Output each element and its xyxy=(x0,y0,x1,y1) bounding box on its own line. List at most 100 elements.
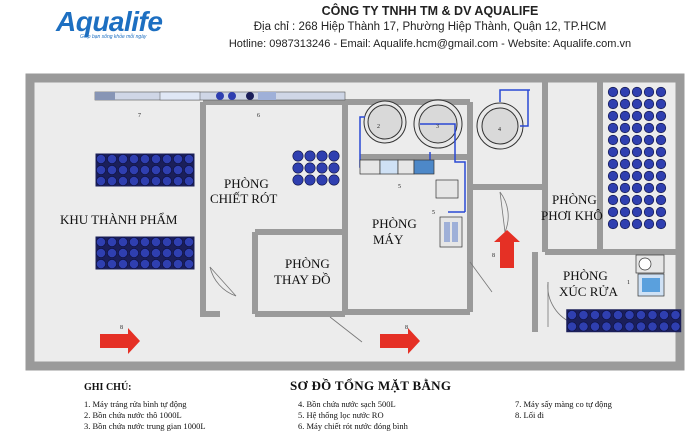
water-bottle xyxy=(647,321,658,332)
arrow-right-1 xyxy=(100,328,140,354)
water-bottle xyxy=(151,176,161,186)
water-bottle xyxy=(140,165,150,175)
water-bottle xyxy=(140,154,150,164)
water-bottle xyxy=(655,206,667,218)
water-bottle xyxy=(292,150,304,162)
water-bottle xyxy=(567,321,577,332)
water-bottle xyxy=(184,154,194,164)
water-bottle xyxy=(619,158,631,170)
company-name: CÔNG TY TNHH TM & DV AQUALIFE xyxy=(321,4,539,18)
water-bottle xyxy=(647,310,658,320)
water-bottle xyxy=(292,162,304,174)
bottle-group-washing xyxy=(566,309,682,333)
water-bottle xyxy=(184,237,194,247)
water-bottle xyxy=(631,98,643,110)
water-bottle xyxy=(129,165,139,175)
bottle-group-finished-bottom xyxy=(95,236,195,270)
water-bottle xyxy=(607,122,619,134)
water-bottle xyxy=(107,259,117,269)
water-bottle xyxy=(655,146,667,158)
water-bottle xyxy=(129,176,139,186)
label-may-1: PHÒNG xyxy=(372,216,417,231)
floor-plan: KHU THÀNH PHẨM PHÒNG CHIẾT RÓT PHÒNG THA… xyxy=(25,73,685,371)
aqualife-logo: Aqualife Giúp bạn sống khỏe mỗi ngày xyxy=(56,6,176,46)
water-bottle xyxy=(96,165,106,175)
water-bottle xyxy=(607,206,619,218)
water-bottle xyxy=(118,237,128,247)
water-bottle xyxy=(304,162,316,174)
logo-text: Aqualife xyxy=(56,6,163,37)
water-bottle xyxy=(118,165,128,175)
water-bottle xyxy=(643,110,655,122)
water-bottle xyxy=(619,98,631,110)
ro-system xyxy=(359,159,463,248)
water-bottle xyxy=(162,259,172,269)
water-bottle xyxy=(643,218,655,230)
water-bottle xyxy=(118,248,128,258)
water-bottle xyxy=(162,237,172,247)
water-bottle xyxy=(643,134,655,146)
label-phoi-kho-1: PHÒNG xyxy=(552,192,597,207)
water-bottle xyxy=(316,162,328,174)
plan-title: SƠ ĐỒ TỔNG MẶT BẰNG xyxy=(290,378,452,393)
water-bottle xyxy=(619,194,631,206)
water-bottle xyxy=(173,165,183,175)
legend-note-8: 8. Lối đi xyxy=(515,410,545,420)
water-bottle xyxy=(631,86,643,98)
water-bottle xyxy=(151,259,161,269)
water-bottle xyxy=(619,182,631,194)
company-contact: Hotline: 0987313246 - Email: Aqualife.hc… xyxy=(228,38,632,50)
legend-note-6: 6. Máy chiết rót nước đóng bình xyxy=(298,421,408,431)
water-bottle xyxy=(607,98,619,110)
water-bottle xyxy=(173,259,183,269)
water-bottle xyxy=(631,194,643,206)
water-bottle xyxy=(607,170,619,182)
legend: SƠ ĐỒ TỔNG MẶT BẰNG GHI CHÚ: 1. Máy trán… xyxy=(0,372,700,438)
label-khu-thanh-pham: KHU THÀNH PHẨM xyxy=(60,212,178,227)
water-bottle xyxy=(184,259,194,269)
water-bottle xyxy=(292,174,304,186)
water-bottle xyxy=(643,86,655,98)
water-bottle xyxy=(643,170,655,182)
water-bottle xyxy=(184,165,194,175)
outer-wall xyxy=(25,73,685,371)
water-bottle xyxy=(96,259,106,269)
interior-walls xyxy=(200,82,680,332)
water-bottle xyxy=(118,176,128,186)
water-bottle xyxy=(631,134,643,146)
water-bottle xyxy=(96,154,106,164)
water-bottle xyxy=(659,321,669,332)
legend-note-2: 2. Bồn chứa nước thô 1000L xyxy=(84,410,182,420)
water-bottle xyxy=(304,174,316,186)
water-bottle xyxy=(613,310,623,320)
water-bottle xyxy=(655,158,667,170)
water-bottle xyxy=(607,86,619,98)
water-bottle xyxy=(636,310,646,320)
water-bottle xyxy=(607,218,619,230)
water-bottle xyxy=(624,310,635,320)
water-bottle xyxy=(140,259,150,269)
water-bottle xyxy=(184,248,194,258)
marker-6: 6 xyxy=(257,113,260,119)
water-bottle xyxy=(607,194,619,206)
legend-note-4: 4. Bồn chứa nước sạch 500L xyxy=(298,399,396,409)
legend-note-1: 1. Máy tráng rửa bình tự động xyxy=(84,399,187,409)
water-bottle xyxy=(631,122,643,134)
water-bottle xyxy=(328,162,340,174)
water-bottle xyxy=(304,150,316,162)
water-bottle xyxy=(107,237,117,247)
label-xuc-rua-1: PHÒNG xyxy=(563,268,608,283)
water-bottle xyxy=(162,176,172,186)
legend-note-7: 7. Máy sấy màng co tự động xyxy=(515,399,612,409)
conveyor-line xyxy=(94,91,346,101)
water-bottle xyxy=(624,321,635,332)
water-bottle xyxy=(607,134,619,146)
water-bottle xyxy=(184,176,194,186)
water-bottle xyxy=(631,218,643,230)
water-bottle xyxy=(631,170,643,182)
label-phoi-kho-2: PHƠI KHÔ xyxy=(541,208,603,223)
water-bottle xyxy=(655,110,667,122)
water-bottle xyxy=(636,321,646,332)
legend-note-3: 3. Bồn chứa nước trung gian 1000L xyxy=(84,421,206,431)
walkway-arrows xyxy=(100,230,520,354)
